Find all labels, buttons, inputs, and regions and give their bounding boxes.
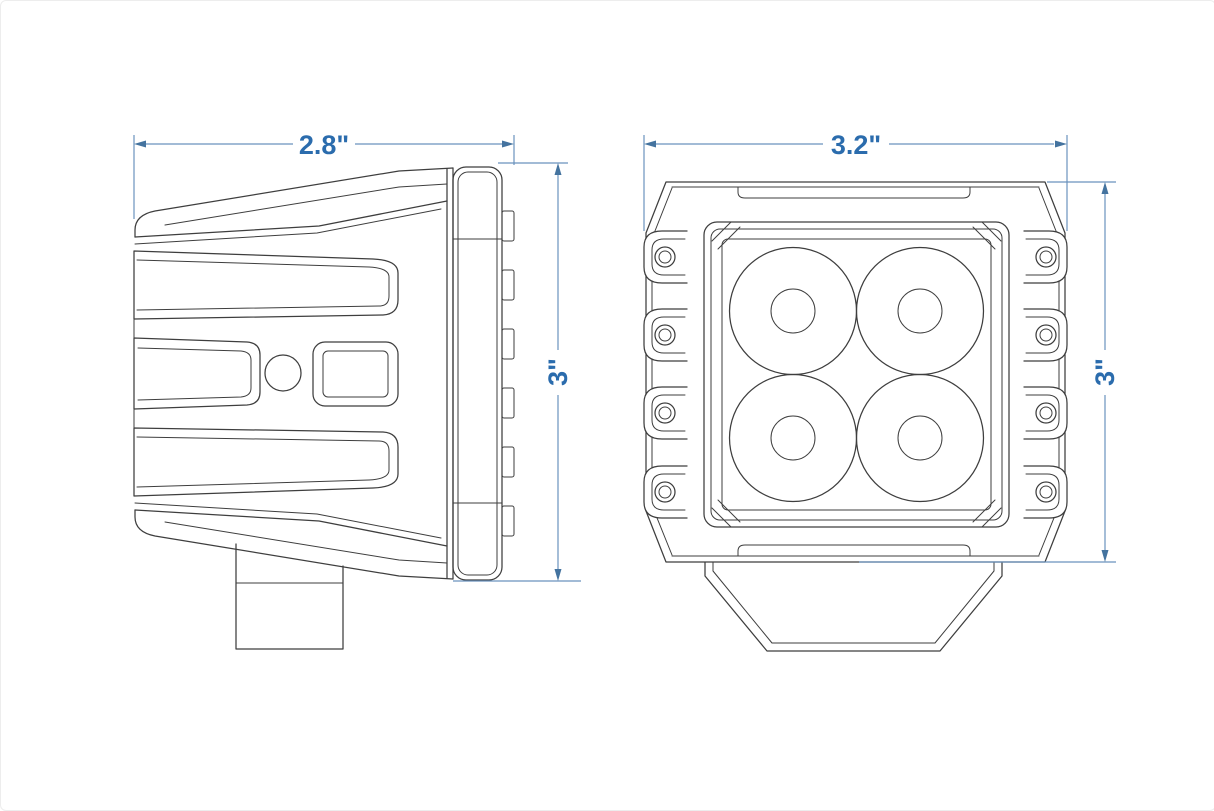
side-boss-circle xyxy=(264,354,302,392)
front-height-label: 3" xyxy=(1090,358,1120,386)
front-top-slot xyxy=(737,186,971,199)
side-lens-housing xyxy=(446,166,515,581)
mount-ear xyxy=(1023,386,1068,440)
mount-ear xyxy=(643,230,688,284)
mount-ear xyxy=(643,308,688,362)
side-height-dimension: 3" xyxy=(453,162,581,582)
mount-ear xyxy=(1023,465,1068,519)
mount-ear xyxy=(1023,308,1068,362)
side-heatsink-body xyxy=(133,167,454,580)
side-mounting-bracket xyxy=(235,543,344,650)
side-lens-clips xyxy=(501,210,515,537)
front-width-label: 3.2" xyxy=(831,130,881,160)
front-height-dimension: 3" xyxy=(859,181,1120,563)
front-bezel xyxy=(703,221,1010,528)
side-width-label: 2.8" xyxy=(299,130,349,160)
front-view: 3.2" 3" xyxy=(643,130,1120,652)
mount-ear xyxy=(1023,230,1068,284)
side-height-label: 3" xyxy=(543,358,573,386)
mount-ear xyxy=(643,465,688,519)
side-width-dimension: 2.8" xyxy=(133,130,515,219)
front-mounting-bracket xyxy=(704,561,1003,652)
front-bottom-slot xyxy=(737,544,971,557)
front-width-dimension: 3.2" xyxy=(643,130,1068,231)
mount-ear xyxy=(643,386,688,440)
side-view: 2.8" 3" xyxy=(133,130,581,650)
